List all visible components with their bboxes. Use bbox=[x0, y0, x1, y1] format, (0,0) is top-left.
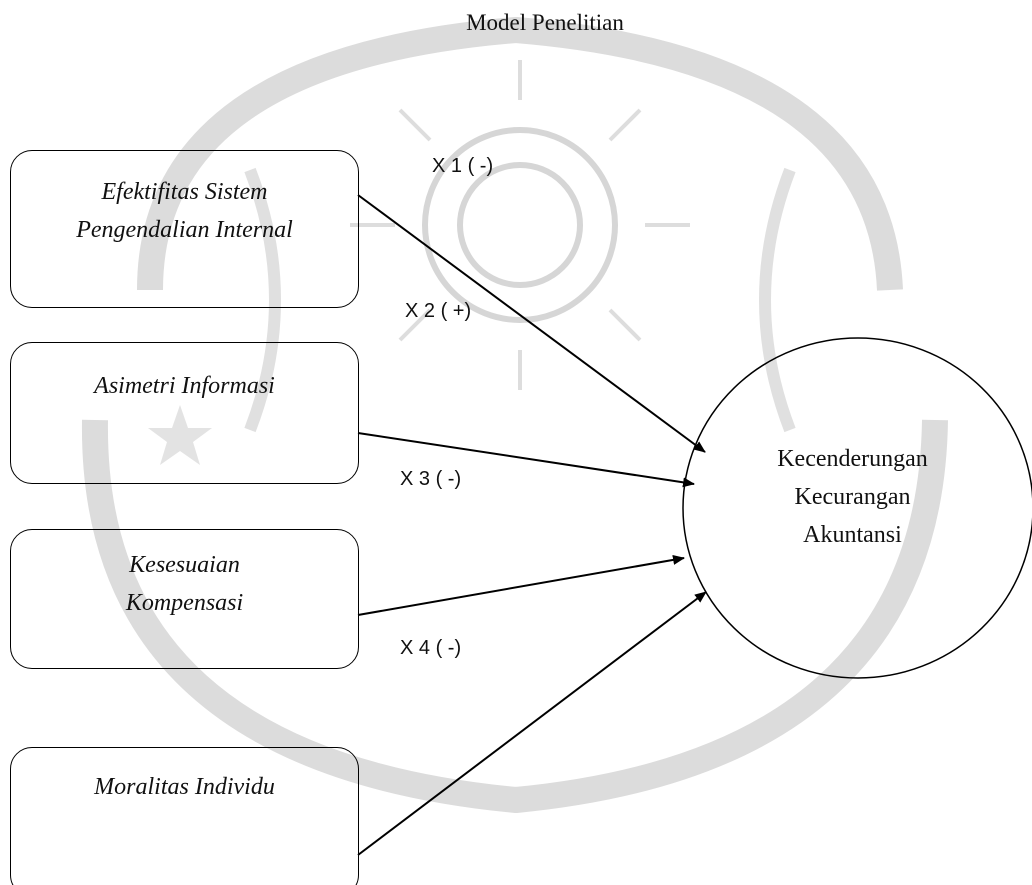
edge-label-x1: X 1 ( -) bbox=[432, 155, 494, 177]
arrow-x2 bbox=[357, 432, 695, 488]
variable-box-moralitas: Moralitas Individu bbox=[10, 747, 359, 885]
box-label-line2: Kompensasi bbox=[125, 590, 244, 616]
diagram-title: Model Penelitian bbox=[466, 10, 624, 35]
variable-box-asimetri: Asimetri Informasi bbox=[10, 342, 359, 484]
target-ellipse bbox=[682, 337, 1032, 679]
variable-box-efektifitas: Efektifitas Sistem Pengendalian Internal bbox=[10, 150, 359, 308]
box-label-line2: Pengendalian Internal bbox=[76, 217, 293, 243]
edge-label-x3: X 3 ( -) bbox=[400, 468, 462, 490]
target-label-line2: Kecurangan bbox=[794, 484, 911, 510]
box-label-line1: Efektifitas Sistem bbox=[101, 179, 268, 205]
arrow-x3 bbox=[357, 554, 685, 616]
box-label-line1: Asimetri Informasi bbox=[94, 373, 275, 399]
target-label-line1: Kecenderungan bbox=[777, 446, 928, 472]
arrow-x4 bbox=[357, 591, 707, 856]
box-label-line1: Kesesuaian bbox=[129, 552, 240, 578]
edge-label-x2: X 2 ( +) bbox=[405, 300, 472, 322]
target-label: Kecenderungan Kecurangan Akuntansi bbox=[680, 440, 1025, 554]
edge-label-x4: X 4 ( -) bbox=[400, 637, 462, 659]
arrow-x1 bbox=[357, 194, 706, 453]
box-label-line1: Moralitas Individu bbox=[94, 774, 275, 800]
target-label-line3: Akuntansi bbox=[803, 522, 902, 548]
variable-box-kesesuaian: Kesesuaian Kompensasi bbox=[10, 529, 359, 669]
